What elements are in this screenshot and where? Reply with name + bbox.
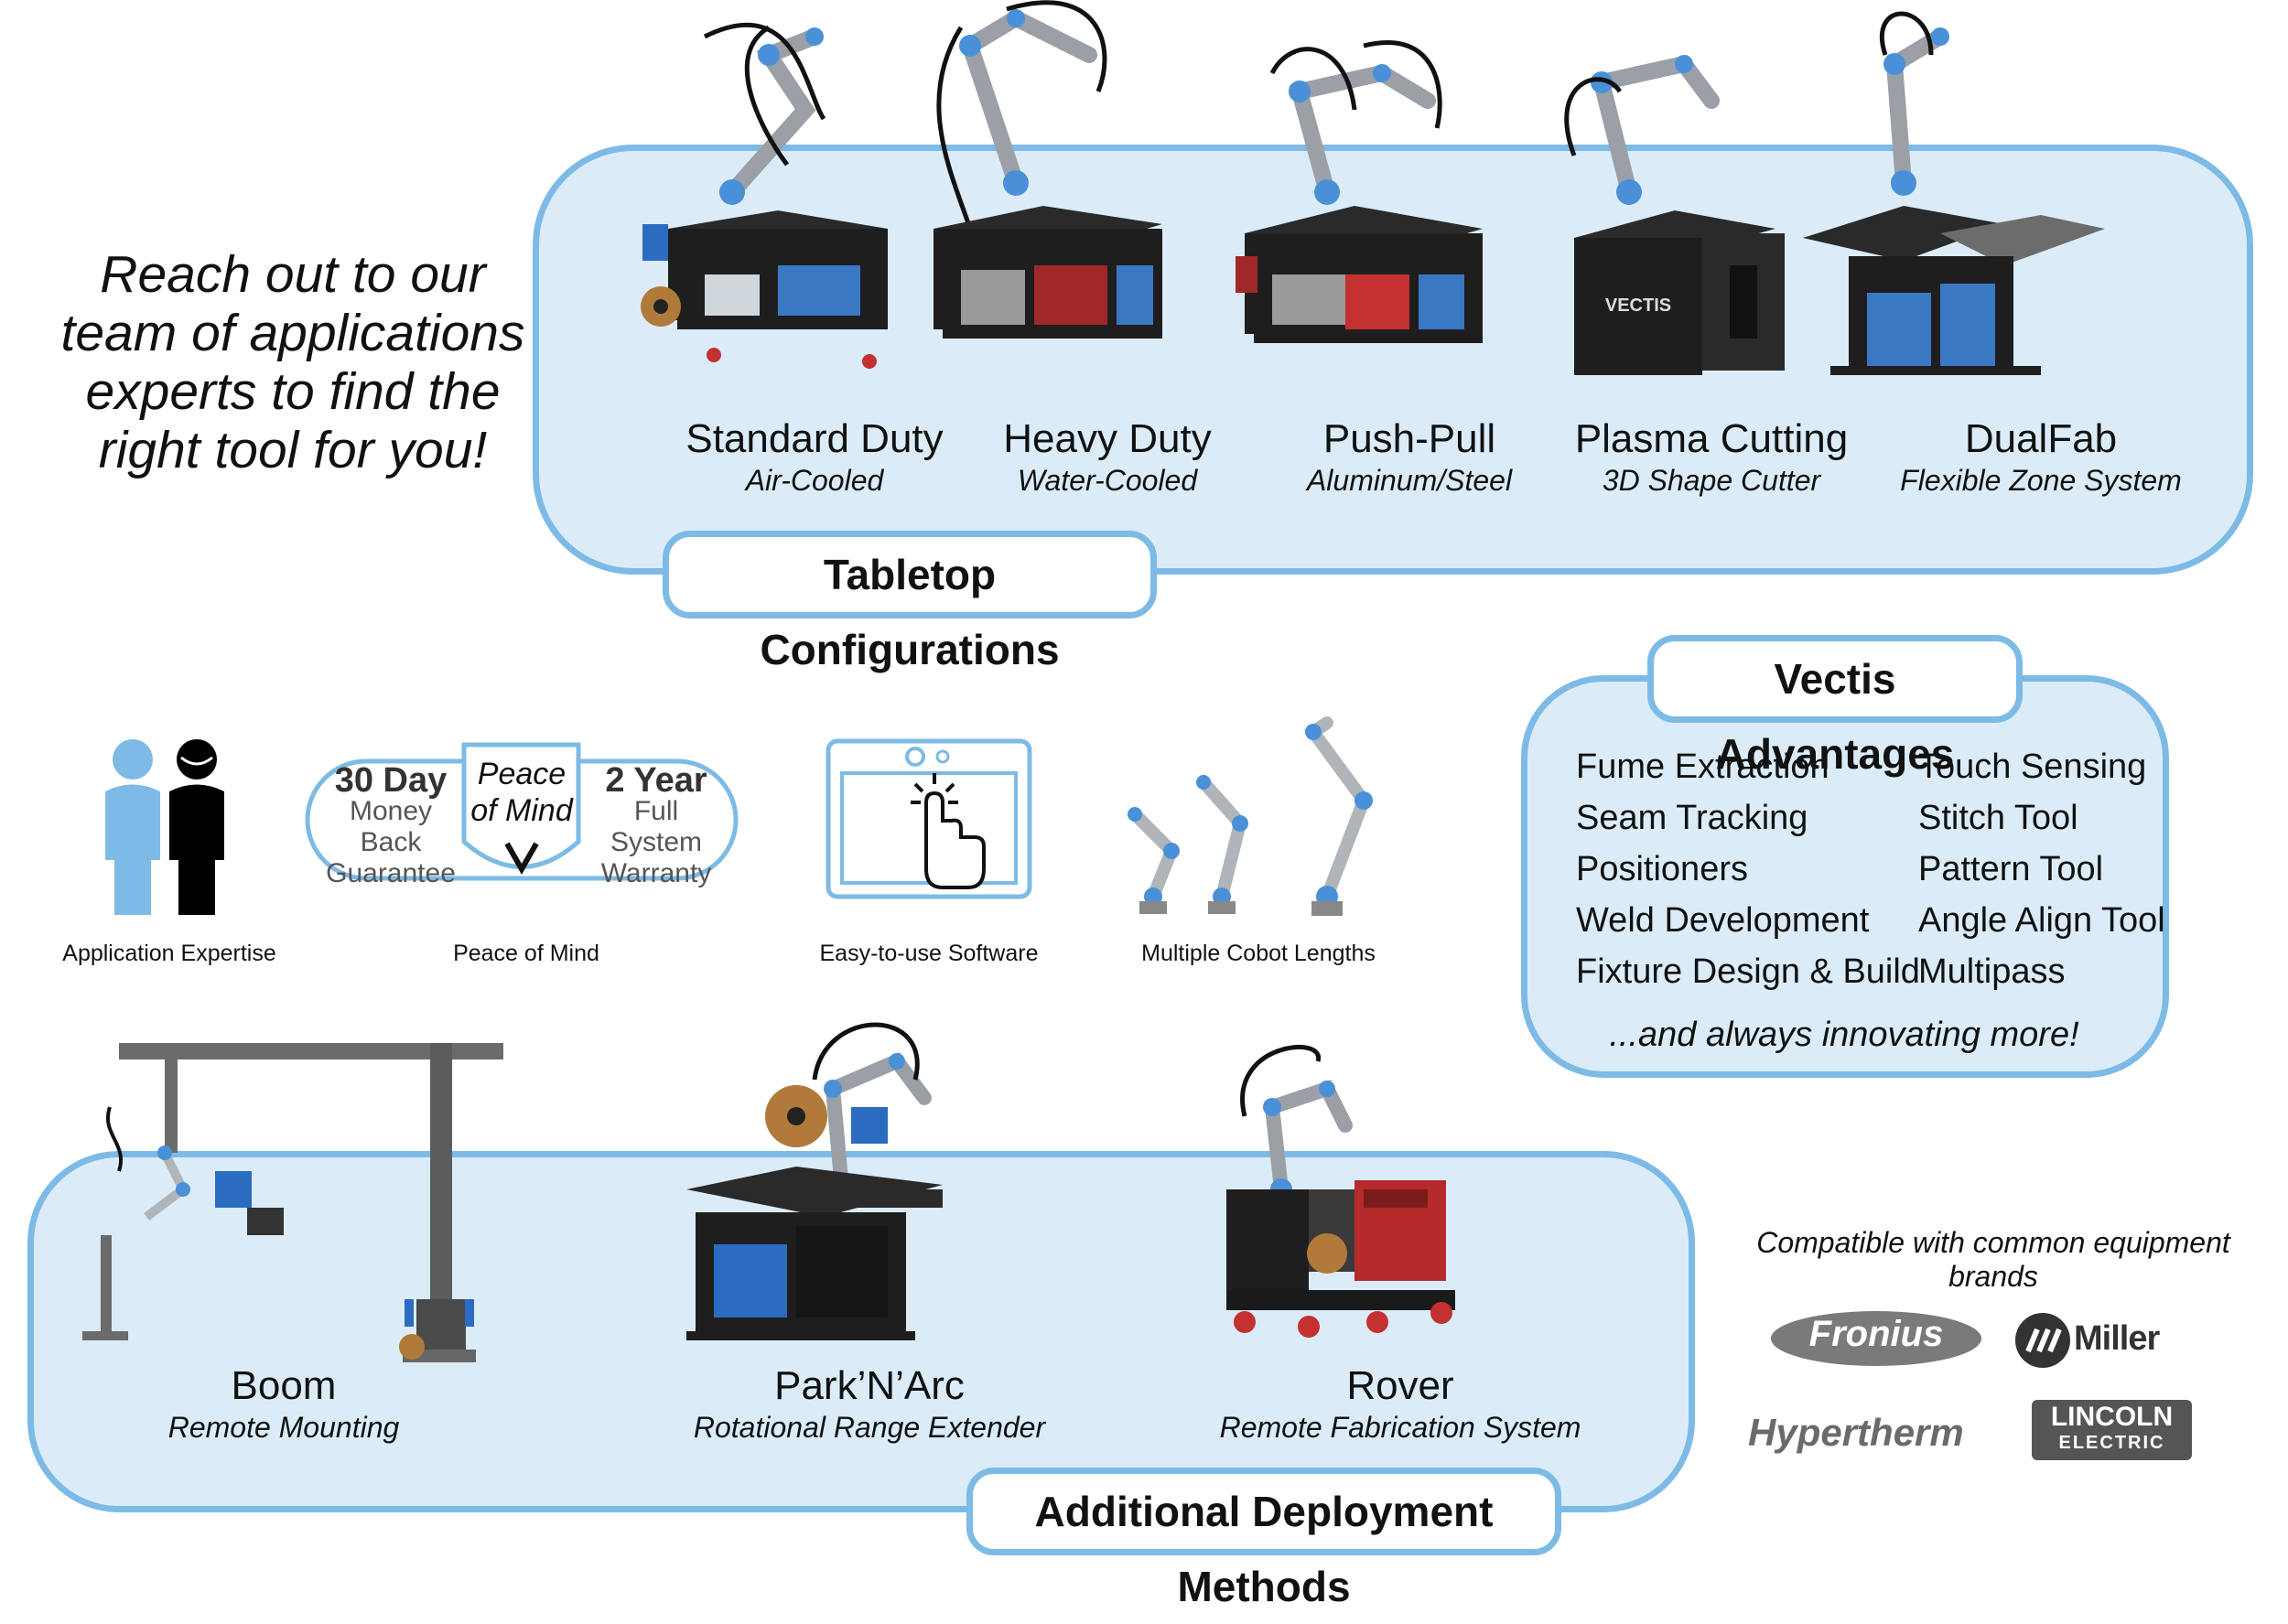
product-subtitle: Remote Fabrication System <box>1219 1411 1581 1444</box>
hypertherm-logo: Hypertherm <box>1748 1411 1964 1454</box>
product-standard-duty: Standard Duty Air-Cooled <box>659 416 970 499</box>
deployment-illustrations <box>82 1022 1455 1362</box>
advantage-item: Angle Align Tool <box>1918 901 2165 940</box>
badge-left-small: Money Back <box>349 796 433 857</box>
deployment-methods-label: Additional Deployment Methods <box>966 1468 1561 1610</box>
product-dualfab: DualFab Flexible Zone System <box>1867 416 2215 499</box>
advantage-item: Fixture Design & Build <box>1576 952 1920 991</box>
product-subtitle: Aluminum/Steel <box>1306 464 1513 497</box>
miller-text: Miller <box>2074 1319 2160 1358</box>
compatibility-text: Compatible with common equipment brands <box>1756 1226 2230 1293</box>
fronius-logo: Fronius <box>1766 1307 1986 1371</box>
feature-label: Application Expertise <box>62 941 276 966</box>
product-name: Heavy Duty <box>1003 416 1212 461</box>
lincoln-text: LINCOLN <box>2050 1402 2174 1432</box>
cobot-arms-icon <box>1128 716 1373 916</box>
tabletop-illustrations: VECTIS <box>641 0 2105 375</box>
product-subtitle: Remote Mounting <box>167 1411 400 1444</box>
product-subtitle: Air-Cooled <box>745 464 884 497</box>
electric-text: ELECTRIC <box>2058 1433 2165 1453</box>
advantage-item: Positioners <box>1576 850 1748 888</box>
tabletop-configurations-label: Tabletop Configurations <box>663 531 1157 673</box>
dualfab-machine <box>1803 11 2105 375</box>
advantage-item: Weld Development <box>1576 901 1870 940</box>
push-pull-machine <box>1236 40 1483 343</box>
feature-label: Peace of Mind <box>453 941 599 966</box>
tagline: Reach out to our team of applications ex… <box>37 245 549 479</box>
miller-logo: Miller <box>2013 1308 2233 1372</box>
badge-center-line: of Mind <box>470 793 573 828</box>
product-name: DualFab <box>1964 416 2118 461</box>
product-rover: Rover Remote Fabrication System <box>1208 1363 1592 1446</box>
touchscreen-icon <box>826 738 1032 899</box>
tagline-line: right tool for you! <box>98 421 488 479</box>
product-name: Standard Duty <box>685 416 944 461</box>
product-boom: Boom Remote Mounting <box>128 1363 439 1446</box>
badge-right-small: Warranty <box>600 858 712 888</box>
product-heavy-duty: Heavy Duty Water-Cooled <box>952 416 1263 499</box>
advantage-item: Pattern Tool <box>1918 850 2104 888</box>
product-subtitle: Rotational Range Extender <box>693 1411 1046 1444</box>
product-push-pull: Push-Pull Aluminum/Steel <box>1254 416 1565 499</box>
badge-left: 30 Day Money Back Guarantee <box>322 761 459 889</box>
badge-right-small: Full System <box>610 796 703 857</box>
shield-badge-icon: 30 Day Money Back Guarantee Peace of Min… <box>304 741 739 897</box>
product-subtitle: 3D Shape Cutter <box>1602 464 1821 497</box>
people-icon <box>105 739 224 915</box>
tagline-line: Reach out to our <box>100 245 486 304</box>
badge-center-line: Peace <box>477 757 567 791</box>
product-name: Park’N’Arc <box>774 1363 965 1408</box>
feature-label: Easy-to-use Software <box>819 941 1039 966</box>
badge-right-big: 2 Year <box>605 761 707 800</box>
product-name: Boom <box>231 1363 337 1408</box>
advantages-panel <box>1521 675 2169 1078</box>
lincoln-electric-logo: LINCOLN ELECTRIC <box>2032 1400 2192 1460</box>
plasma-cutting-machine: VECTIS <box>1564 54 1785 375</box>
product-park-n-arc: Park’N’Arc Rotational Range Extender <box>677 1363 1062 1446</box>
tagline-line: team of applications <box>60 304 525 362</box>
advantages-footer: ...and always innovating more! <box>1609 1016 2079 1054</box>
badge-center: Peace of Mind <box>467 756 577 829</box>
boom-machine <box>82 1043 503 1362</box>
product-plasma-cutting: Plasma Cutting 3D Shape Cutter <box>1547 416 1876 499</box>
badge-right: 2 Year Full System Warranty <box>588 761 725 889</box>
fronius-logo-shape <box>1771 1311 1981 1366</box>
park-n-arc-machine <box>686 1022 943 1340</box>
tagline-line: experts to find the <box>85 362 501 421</box>
vectis-logo: VECTIS <box>1605 296 1671 316</box>
feature-label: Multiple Cobot Lengths <box>1141 941 1376 966</box>
product-subtitle: Flexible Zone System <box>1900 464 2182 497</box>
badge-left-big: 30 Day <box>334 761 448 800</box>
miller-logo-mark <box>2015 1313 2070 1368</box>
rover-machine <box>1226 1044 1455 1338</box>
advantage-item: Stitch Tool <box>1918 799 2078 837</box>
advantages-title: Vectis Advantages <box>1647 635 2023 778</box>
product-subtitle: Water-Cooled <box>1017 464 1198 497</box>
fronius-text: Fronius <box>1808 1314 1944 1354</box>
advantage-item: Touch Sensing <box>1918 747 2147 786</box>
product-name: Plasma Cutting <box>1574 416 1849 461</box>
advantage-item: Fume Extraction <box>1576 747 1829 786</box>
product-name: Rover <box>1346 1363 1454 1408</box>
advantage-item: Multipass <box>1918 952 2066 991</box>
badge-left-small: Guarantee <box>326 858 456 888</box>
standard-duty-machine <box>641 22 888 369</box>
heavy-duty-machine <box>934 0 1162 339</box>
badge-outline <box>305 742 739 881</box>
advantage-item: Seam Tracking <box>1576 799 1808 837</box>
product-name: Push-Pull <box>1322 416 1496 461</box>
